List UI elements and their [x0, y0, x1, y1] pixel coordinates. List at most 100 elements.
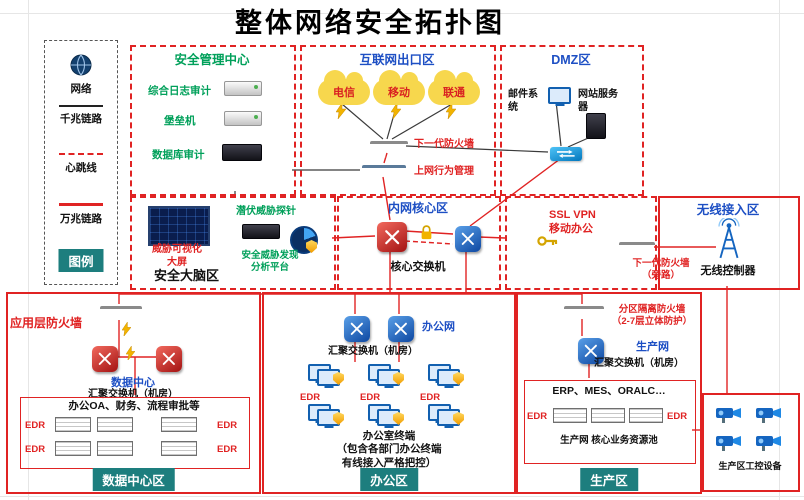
lightning-icon — [121, 321, 132, 338]
datacenter-zone-badge: 数据中心区 — [92, 468, 175, 491]
core-switch-label: 核心交换机 — [390, 261, 446, 273]
datacenter-zone: 应用层防火墙 数据中心 汇聚交换机（机房） 办公OA、财务、流程审批等 EDR … — [6, 292, 261, 494]
dc-switch-label: 汇聚交换机（机房） — [88, 389, 178, 400]
internet-exit-zone: 互联网出口区 电信 移动 联通 下一代防火墙 上网行为管理 — [300, 45, 496, 196]
web-server-icon — [586, 113, 606, 139]
edr-label: EDR — [300, 392, 321, 403]
edr-label: EDR — [217, 444, 238, 455]
office-switch-a-icon — [344, 316, 370, 342]
lock-icon — [420, 225, 433, 240]
edr-terminal-icon — [368, 364, 406, 388]
bastion-label: 堡垒机 — [164, 115, 196, 127]
prod-pool-label: 生产网 核心业务资源池 — [560, 435, 658, 446]
ssl-vpn-label: SSL VPN — [549, 209, 596, 221]
log-audit-label: 综合日志审计 — [148, 85, 211, 97]
grid-line-right — [779, 0, 780, 500]
ngfw-icon — [370, 141, 408, 158]
office-switch-label: 汇聚交换机（机房） — [328, 346, 418, 357]
camera-icon — [714, 431, 744, 453]
production-zone: 分区隔离防火墙 （2-7层立体防护） 生产网 汇聚交换机（机房） ERP、MES… — [516, 292, 702, 494]
behavior-mgmt-icon — [362, 165, 406, 182]
server-rack-icon — [161, 417, 197, 432]
security-mgmt-title: 安全管理中心 — [174, 53, 250, 67]
edr-label: EDR — [217, 420, 238, 431]
edr-terminal-icon — [308, 404, 346, 428]
bypass-firewall-label: 下一代防火墙 （旁路） — [632, 258, 690, 282]
security-brain-title: 安全大脑区 — [154, 268, 220, 283]
edr-label: EDR — [420, 392, 441, 403]
page-title: 整体网络安全拓扑图 — [235, 8, 505, 38]
grid-line-bottom — [0, 496, 804, 497]
isolation-firewall-icon — [564, 306, 604, 324]
dc-apps-box: 办公OA、财务、流程审批等 EDR EDR EDR EDR — [20, 397, 250, 469]
dmz-title: DMZ区 — [551, 53, 591, 67]
telecom-cloud-icon: 电信 — [318, 70, 370, 105]
ngfw-label: 下一代防火墙 — [414, 139, 474, 150]
app-firewall-icon — [100, 306, 142, 325]
edr-label: EDR — [667, 411, 688, 422]
wireless-zone: 无线接入区 无线控制器 — [658, 196, 800, 290]
legend-network-label: 网络 — [70, 83, 92, 95]
tengig-line-sample — [59, 203, 103, 206]
dmz-zone: DMZ区 邮件系统 网站服务器 — [500, 45, 644, 196]
gigabit-line-sample — [59, 105, 103, 107]
network-globe-icon — [69, 53, 93, 77]
behavior-mgmt-label: 上网行为管理 — [414, 166, 474, 177]
office-switch-b-icon — [388, 316, 414, 342]
grid-line-left — [28, 0, 29, 500]
db-audit-server-icon — [222, 144, 262, 161]
edr-label: EDR — [25, 420, 46, 431]
dc-net-label: 数据中心 — [111, 377, 155, 389]
server-rack-icon — [97, 441, 133, 456]
security-brain-zone: 威胁可视化 大屏 潜伏威胁探针 安全威胁发现 分析平台 安全大脑区 — [130, 196, 336, 290]
web-server-label: 网站服务器 — [578, 89, 618, 113]
bastion-server-icon — [224, 111, 262, 126]
shield-icon — [333, 412, 344, 425]
threat-visual-label: 威胁可视化 大屏 — [152, 244, 202, 268]
shield-icon — [393, 412, 404, 425]
unicom-label: 联通 — [443, 87, 465, 99]
threat-visual-screen-icon — [148, 206, 210, 246]
legend-badge: 图例 — [58, 249, 104, 272]
unicom-cloud-icon: 联通 — [428, 70, 480, 105]
server-rack-icon — [55, 441, 91, 456]
core-zone: 内网核心区 核心交换机 — [337, 196, 501, 290]
dc-apps-title: 办公OA、财务、流程审批等 — [68, 400, 200, 412]
prod-switch-icon — [578, 338, 604, 364]
wireless-antenna-icon — [710, 215, 748, 260]
shield-icon — [453, 412, 464, 425]
edr-label: EDR — [527, 411, 548, 422]
dc-switch-a-icon — [92, 346, 118, 372]
core-zone-title: 内网核心区 — [387, 201, 448, 215]
ssl-vpn-zone: SSL VPN 移动办公 下一代防火墙 （旁路） — [505, 196, 690, 290]
core-switch-a-icon — [377, 222, 407, 252]
analysis-shield-icon — [306, 240, 317, 253]
camera-icon — [754, 431, 784, 453]
server-rack-icon — [629, 408, 663, 423]
threat-probe-label: 潜伏威胁探针 — [236, 206, 296, 217]
dmz-switch-icon — [550, 147, 582, 161]
camera-icon — [754, 403, 784, 425]
vpn-key-icon — [537, 234, 559, 246]
shield-icon — [333, 372, 344, 385]
dc-switch-b-icon — [156, 346, 182, 372]
prod-net-label: 生产网 — [636, 341, 669, 353]
heartbeat-line-sample — [59, 153, 103, 155]
core-switch-b-icon — [455, 226, 481, 252]
security-mgmt-zone: 安全管理中心 综合日志审计 堡垒机 数据库审计 — [130, 45, 296, 196]
bypass-firewall-icon — [619, 242, 655, 259]
mobile-cloud-icon: 移动 — [373, 70, 425, 105]
shield-icon — [393, 372, 404, 385]
industrial-zone-label: 生产区工控设备 — [718, 461, 782, 471]
prod-switch-label: 汇聚交换机（机房） — [594, 358, 684, 369]
edr-terminal-icon — [368, 404, 406, 428]
grid-line-top — [0, 13, 804, 14]
production-zone-badge: 生产区 — [580, 468, 638, 491]
lightning-icon — [125, 345, 136, 362]
mobile-office-label: 移动办公 — [549, 223, 593, 235]
app-firewall-label: 应用层防火墙 — [10, 316, 83, 330]
server-rack-icon — [553, 408, 587, 423]
office-terminals-label: 办公室终端 （包含各部门办公终端 有线接入严格把控） — [336, 430, 442, 469]
server-rack-icon — [55, 417, 91, 432]
